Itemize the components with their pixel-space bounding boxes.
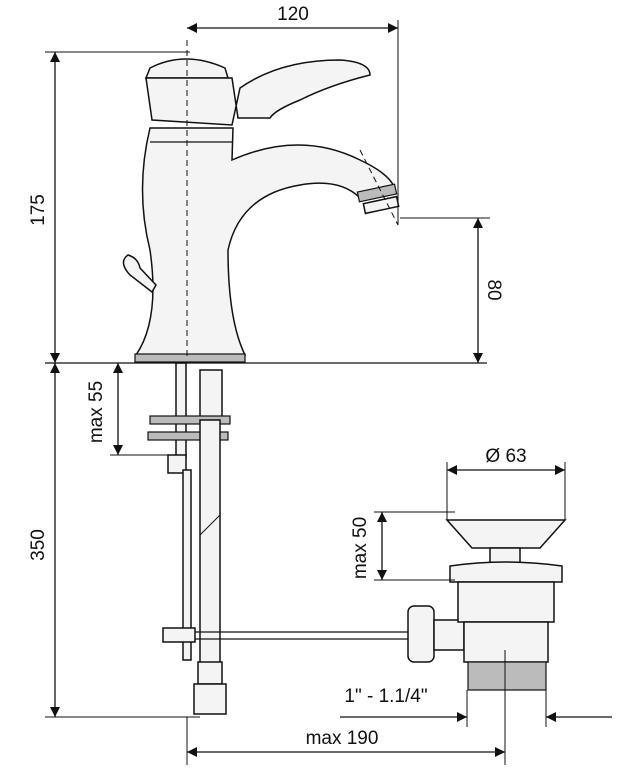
spout-axis [359,149,399,226]
under-deck-assembly [147,362,465,715]
faucet-body [122,58,400,363]
dimension-lines [45,20,612,765]
waste-max-height-label: max 50 [350,517,371,579]
max-reach-label: max 190 [306,728,379,749]
waste-thread-label: 1" - 1.1/4" [344,686,427,707]
max-deck-thickness-label: max 55 [86,381,107,443]
spout-height-label: 80 [483,279,504,300]
waste-diameter-label: Ø 63 [485,446,526,467]
spout-reach-label: 120 [277,4,309,25]
total-height-label: 175 [28,194,49,226]
below-deck-length-label: 350 [28,529,49,561]
waste-valve [445,519,567,691]
